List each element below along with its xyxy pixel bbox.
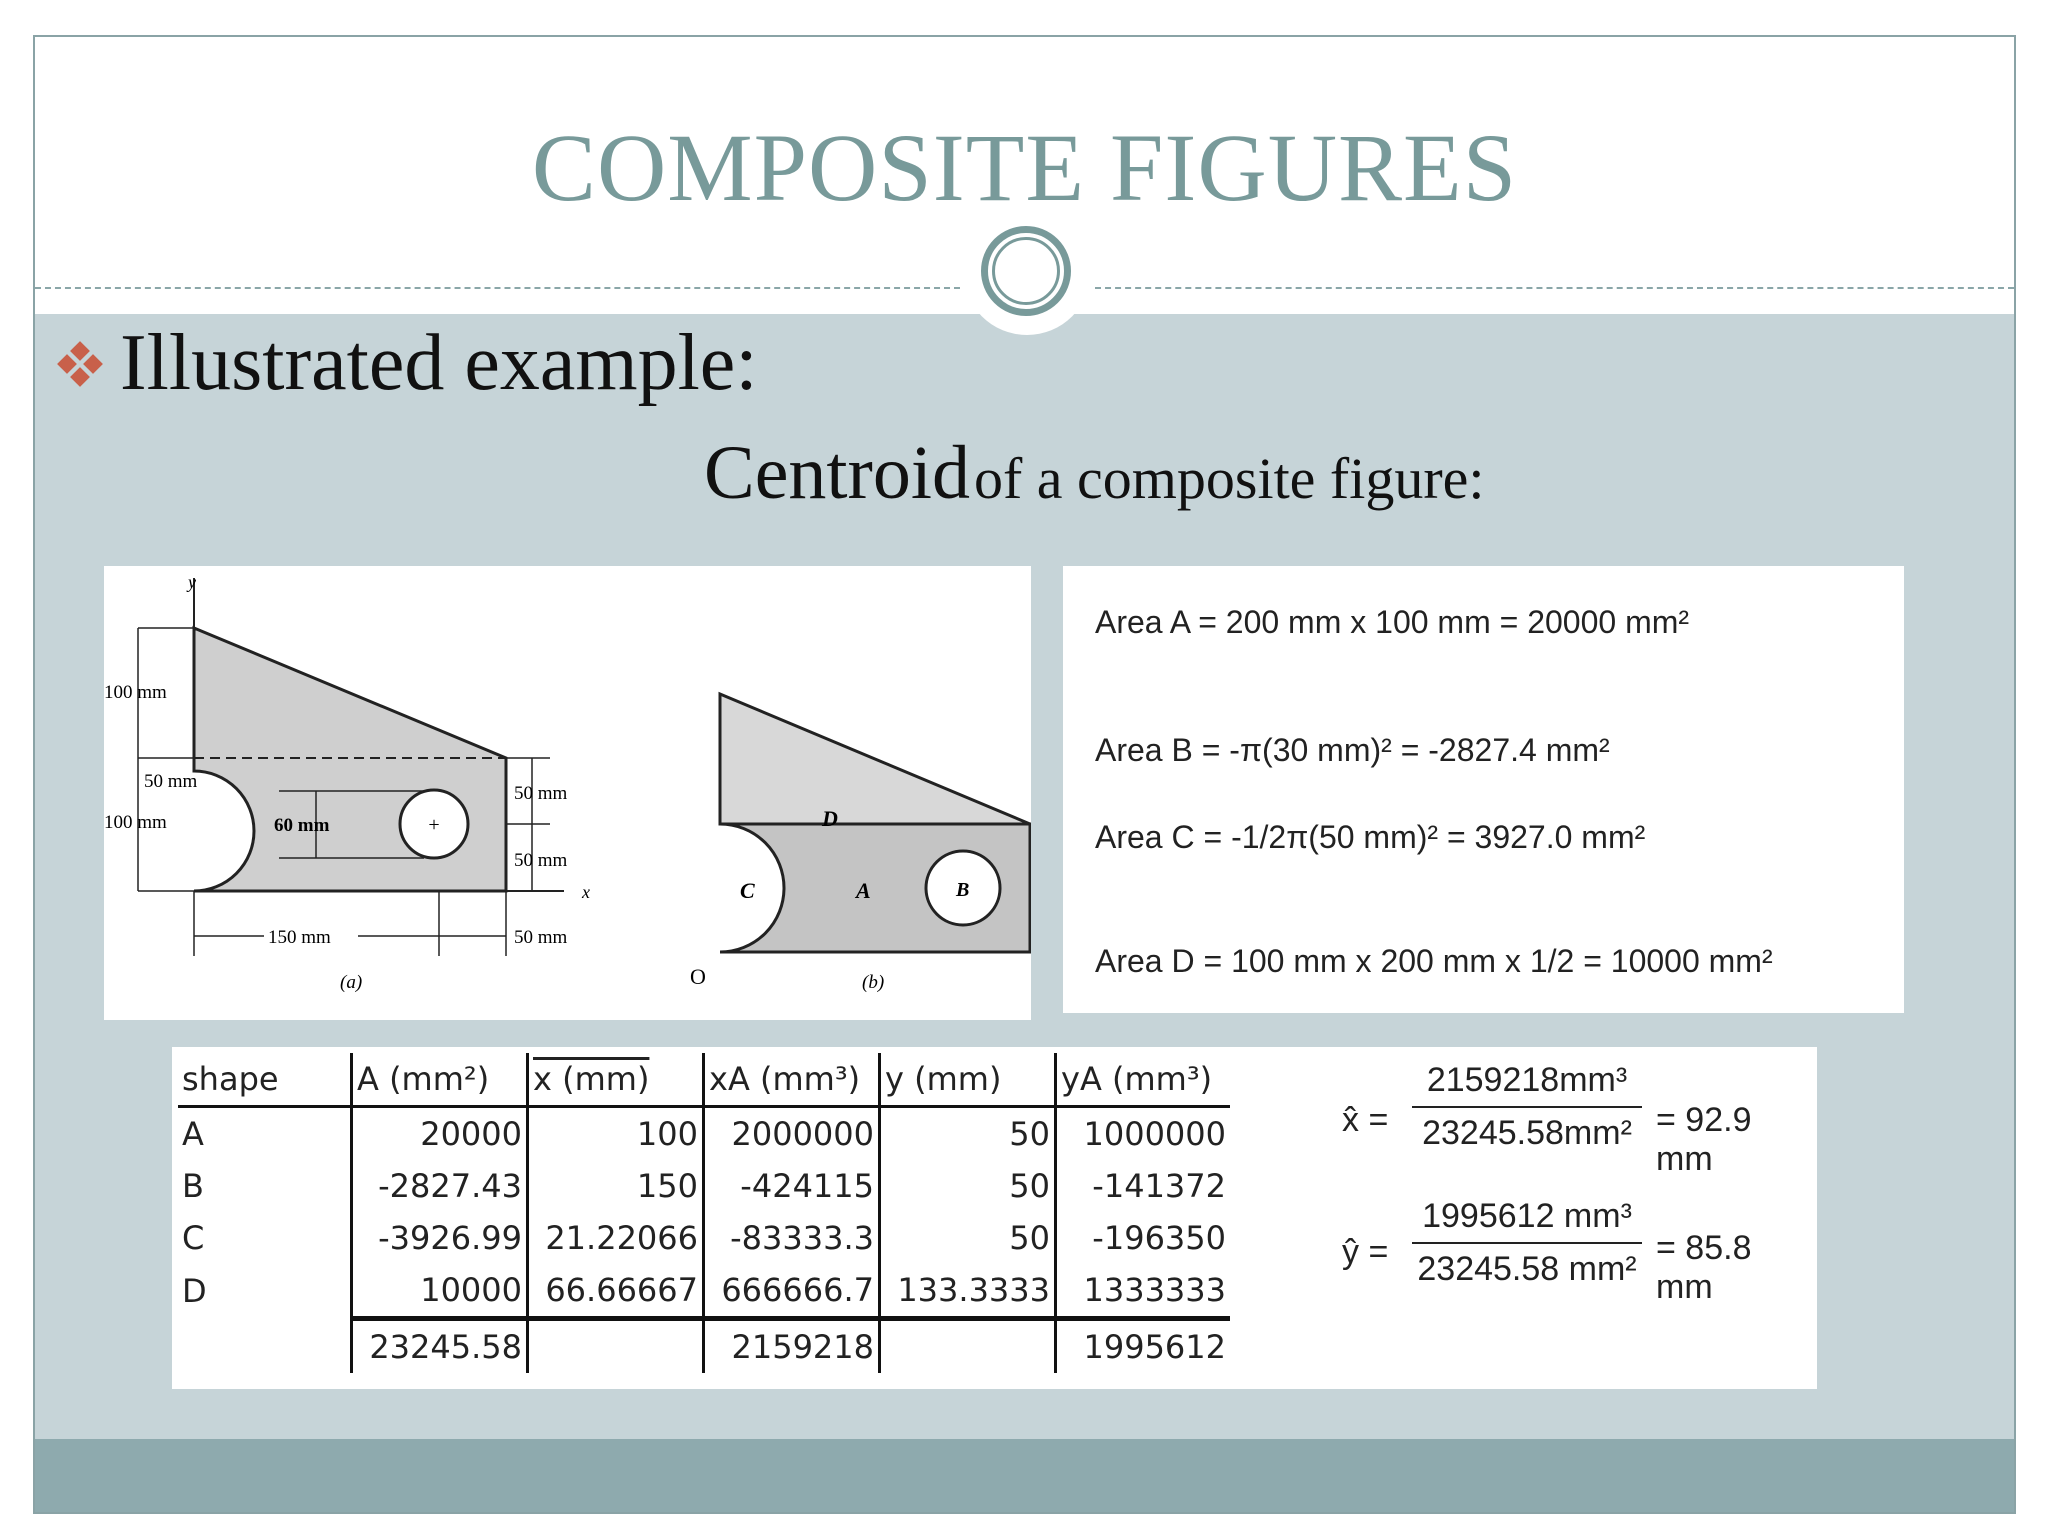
subheading: Centroid of a composite figure:	[704, 430, 1485, 517]
bullet-heading: Illustrated example:	[57, 318, 758, 409]
label-100mm-left: 100 mm	[104, 812, 167, 833]
caption-a: (a)	[340, 972, 362, 993]
centroid-table: shape A (mm²) x (mm) xA (mm³) y (mm) yA …	[178, 1053, 1230, 1373]
total-xbar	[526, 1316, 704, 1373]
label-100mm-top: 100 mm	[104, 682, 167, 703]
cell-ybar: 50	[878, 1212, 1056, 1264]
header-ybar: y (mm)	[878, 1053, 1056, 1108]
composite-figure-drawing: + y x 100 mm 100 mm 50 mm 60 mm 50 mm 50…	[104, 572, 1032, 993]
figure-a-hole	[398, 788, 470, 860]
cell-area: -3926.99	[350, 1212, 528, 1264]
label-50mm-right1: 50 mm	[514, 783, 568, 804]
header-xbar: x (mm)	[526, 1053, 704, 1108]
cell-shape: A	[182, 1115, 204, 1153]
label-60mm: 60 mm	[274, 815, 330, 836]
bullet-text: Illustrated example:	[120, 319, 758, 407]
header-ybar-a: yA (mm³)	[1054, 1053, 1230, 1108]
yhat-fraction: 1995612 mm³ 23245.58 mm²	[1412, 1197, 1642, 1289]
cell-ybar-a: -196350	[1054, 1212, 1230, 1264]
table-row: B -2827.43 150 -424115 50 -141372	[178, 1160, 1230, 1212]
cell-area: -2827.43	[350, 1160, 528, 1212]
table-panel: shape A (mm²) x (mm) xA (mm³) y (mm) yA …	[172, 1047, 1817, 1389]
divider-right	[1095, 287, 2014, 289]
cell-shape: C	[182, 1219, 205, 1257]
header-area: A (mm²)	[350, 1053, 528, 1108]
area-c-text: Area C = -1/2π(50 mm)² = 3927.0 mm²	[1095, 819, 1646, 855]
figure-a-shape	[192, 625, 508, 893]
label-50mm-bottom: 50 mm	[514, 927, 568, 948]
area-a-text: Area A = 200 mm x 100 mm = 20000 mm²	[1095, 604, 1690, 640]
cell-ybar-a: 1333333	[1054, 1264, 1230, 1319]
total-ybar-a: 1995612	[1054, 1316, 1230, 1373]
label-y: y	[186, 572, 196, 592]
cell-shape: B	[182, 1167, 204, 1205]
cell-xbar: 66.66667	[526, 1264, 704, 1319]
figure-b-triangle-d	[718, 691, 1031, 826]
area-d-text: Area D = 100 mm x 200 mm x 1/2 = 10000 m…	[1095, 943, 1773, 979]
yhat-numerator: 1995612 mm³	[1412, 1197, 1642, 1244]
cell-ybar-a: -141372	[1054, 1160, 1230, 1212]
caption-b: (b)	[862, 972, 884, 993]
label-50mm-radius: 50 mm	[144, 771, 198, 792]
total-xbar-a: 2159218	[702, 1316, 880, 1373]
table-header: shape A (mm²) x (mm) xA (mm³) y (mm) yA …	[178, 1053, 1230, 1108]
label-C: C	[740, 878, 755, 903]
slide-title: COMPOSITE FIGURES	[531, 114, 1518, 221]
table-row: A 20000 100 2000000 50 1000000	[178, 1106, 1230, 1160]
cell-ybar-a: 1000000	[1054, 1106, 1230, 1160]
table-row: C -3926.99 21.22066 -83333.3 50 -196350	[178, 1212, 1230, 1264]
subhead-centroid: Centroid	[704, 431, 970, 515]
header-shape: shape	[178, 1053, 352, 1108]
total-shape	[178, 1319, 352, 1374]
xhat-numerator: 2159218mm³	[1412, 1061, 1642, 1108]
subhead-rest: of a composite figure:	[973, 446, 1485, 511]
cell-area: 20000	[350, 1106, 528, 1160]
xhat-label: x̂ =	[1342, 1101, 1389, 1139]
figure-panel: + y x 100 mm 100 mm 50 mm 60 mm 50 mm 50…	[104, 566, 1032, 1020]
label-D: D	[821, 806, 838, 831]
cell-xbar-a: 2000000	[702, 1106, 880, 1160]
svg-text:+: +	[428, 814, 439, 836]
label-50mm-right2: 50 mm	[514, 850, 568, 871]
yhat-result: = 85.8 mm	[1656, 1229, 1752, 1306]
area-b-text: Area B = -π(30 mm)² = -2827.4 mm²	[1095, 732, 1610, 768]
cell-xbar-a: -424115	[702, 1160, 880, 1212]
diamond-bullet-icon	[57, 340, 103, 387]
cell-xbar-a: 666666.7	[702, 1264, 880, 1319]
label-B: B	[955, 879, 969, 901]
xhat-denominator: 23245.58mm²	[1422, 1114, 1632, 1152]
cell-ybar: 50	[878, 1160, 1056, 1212]
yhat-label: ŷ =	[1342, 1233, 1389, 1271]
cell-ybar: 50	[878, 1106, 1056, 1160]
cell-xbar: 150	[526, 1160, 704, 1212]
label-A: A	[854, 878, 871, 903]
table-row: D 10000 66.66667 666666.7 133.3333 13333…	[178, 1264, 1230, 1319]
yhat-denominator: 23245.58 mm²	[1417, 1250, 1637, 1288]
label-150mm: 150 mm	[268, 927, 331, 948]
cell-xbar: 21.22066	[526, 1212, 704, 1264]
footer-band	[35, 1439, 2014, 1512]
xhat-fraction: 2159218mm³ 23245.58mm²	[1412, 1061, 1642, 1153]
cell-ybar: 133.3333	[878, 1264, 1056, 1319]
total-area: 23245.58	[350, 1316, 528, 1373]
label-O: O	[690, 964, 706, 989]
areas-panel: Area A = 200 mm x 100 mm = 20000 mm² Are…	[1063, 566, 1904, 1013]
cell-area: 10000	[350, 1264, 528, 1319]
table-total-row: 23245.58 2159218 1995612	[178, 1316, 1230, 1374]
label-x: x	[581, 882, 590, 902]
total-ybar	[878, 1316, 1056, 1373]
header-xbar-a: xA (mm³)	[702, 1053, 880, 1108]
divider-ring-icon	[981, 226, 1071, 316]
xhat-result: = 92.9 mm	[1656, 1101, 1752, 1178]
figure-b-hole	[924, 849, 1002, 927]
divider-left	[35, 287, 960, 289]
cell-xbar: 100	[526, 1106, 704, 1160]
cell-shape: D	[182, 1272, 207, 1311]
cell-xbar-a: -83333.3	[702, 1212, 880, 1264]
